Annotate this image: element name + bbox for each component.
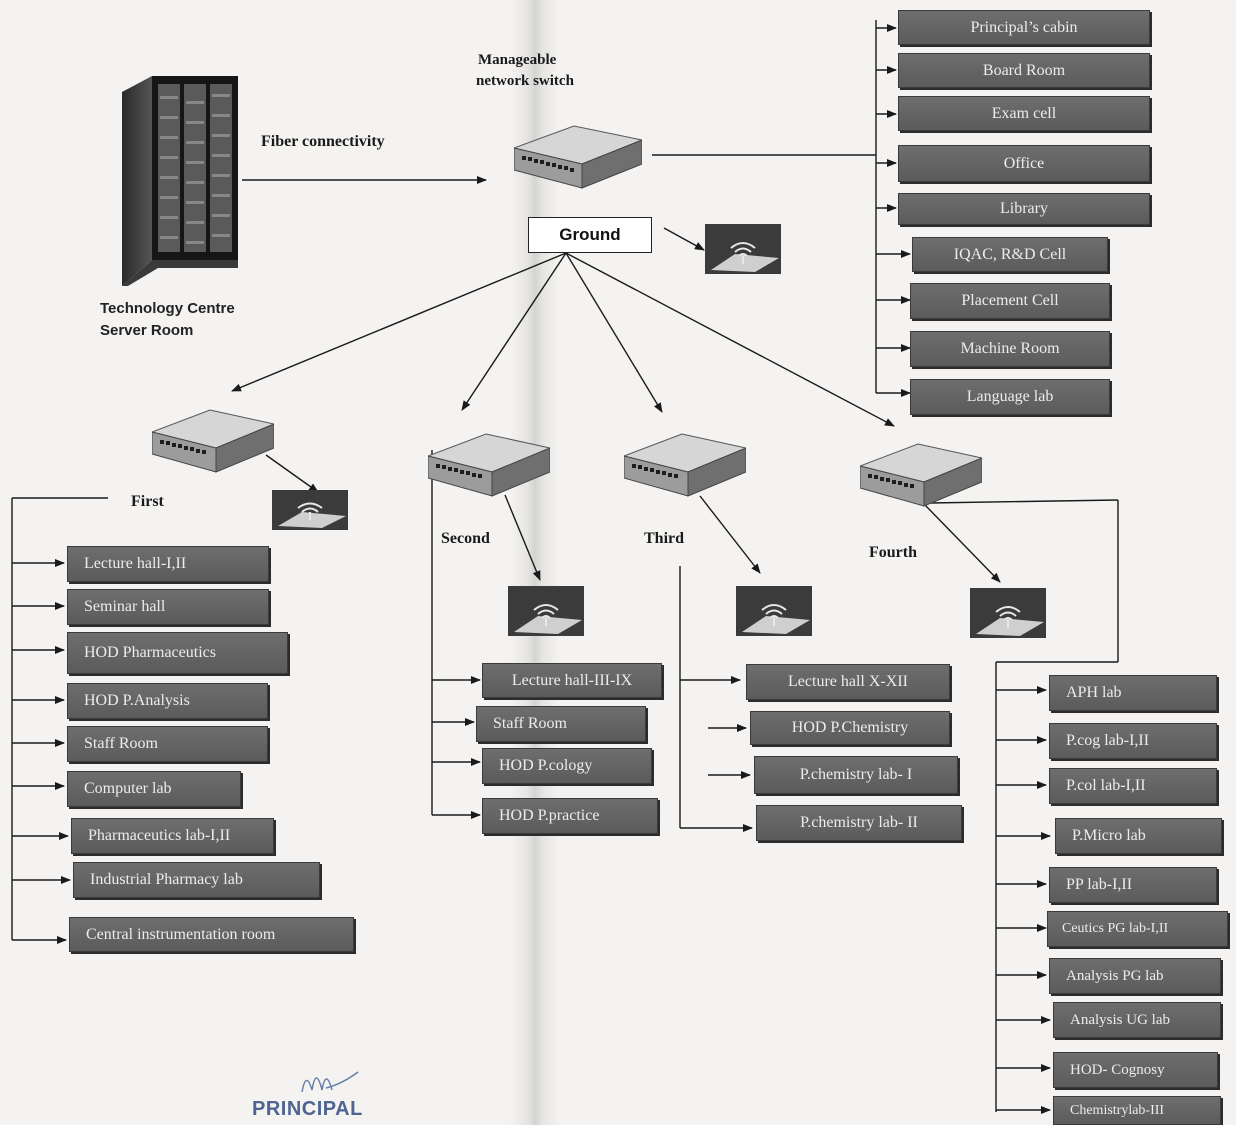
first-floor-room: Pharmaceutics lab-I,II — [71, 818, 274, 854]
second-floor-label: Second — [441, 530, 490, 547]
ground-room: Principal’s cabin — [898, 10, 1150, 45]
server-label-line1: Technology Centre — [100, 300, 235, 317]
third-floor-switch-icon — [622, 428, 748, 503]
signature-mark — [296, 1064, 360, 1099]
second-floor-switch-icon — [426, 428, 552, 503]
third-floor-room: Lecture hall X-XII — [746, 664, 950, 700]
main-network-switch-icon — [512, 118, 644, 195]
first-floor-room: HOD Pharmaceutics — [67, 632, 288, 674]
first-floor-room: Seminar hall — [67, 589, 269, 625]
ground-room: Exam cell — [898, 96, 1150, 131]
fourth-wifi-icon — [970, 588, 1046, 643]
ground-room: Board Room — [898, 53, 1150, 88]
first-floor-room: Computer lab — [67, 771, 241, 807]
third-floor-label: Third — [644, 530, 685, 547]
ground-room: Machine Room — [910, 331, 1110, 367]
ground-room: Placement Cell — [910, 283, 1110, 319]
fourth-floor-switch-icon — [858, 438, 984, 513]
fourth-floor-label: Fourth — [869, 544, 917, 561]
ground-room: Office — [898, 145, 1150, 182]
second-floor-room: Lecture hall-III-IX — [482, 663, 662, 698]
second-wifi-icon — [508, 586, 584, 641]
ground-floor-label: Ground — [528, 217, 652, 253]
fourth-floor-room: PP lab-I,II — [1049, 867, 1217, 903]
fourth-floor-room: P.cog lab-I,II — [1049, 723, 1217, 759]
third-floor-room: HOD P.Chemistry — [750, 711, 950, 745]
main-switch-label-line1: Manageable — [478, 52, 557, 68]
main-switch-label-line2: network switch — [476, 73, 574, 89]
first-floor-room: Central instrumentation room — [69, 917, 354, 952]
first-floor-label: First — [131, 493, 164, 510]
fourth-floor-room: APH lab — [1049, 675, 1217, 711]
first-wifi-icon — [272, 490, 348, 535]
page-fold-shadow — [510, 0, 560, 1125]
fourth-floor-room: Ceutics PG lab-I,II — [1047, 911, 1228, 947]
server-rack-icon — [122, 76, 238, 286]
ground-wifi-icon — [705, 224, 781, 279]
ground-room: IQAC, R&D Cell — [912, 237, 1108, 272]
second-floor-room: Staff Room — [476, 706, 646, 742]
fourth-floor-room: HOD- Cognosy — [1053, 1052, 1218, 1088]
fourth-floor-room: Chemistrylab-III — [1053, 1096, 1221, 1125]
ground-room: Language lab — [910, 379, 1110, 415]
server-label-line2: Server Room — [100, 322, 194, 339]
first-floor-switch-icon — [150, 404, 276, 479]
third-wifi-icon — [736, 586, 812, 641]
fourth-floor-room: Analysis PG lab — [1049, 958, 1221, 994]
fourth-floor-room: P.col lab-I,II — [1049, 768, 1217, 804]
third-floor-room: P.chemistry lab- II — [756, 805, 962, 841]
fourth-floor-room: P.Micro lab — [1055, 818, 1222, 854]
fourth-floor-room: Analysis UG lab — [1053, 1002, 1221, 1038]
third-floor-room: P.chemistry lab- I — [754, 756, 958, 794]
ground-room: Library — [898, 193, 1150, 225]
second-floor-room: HOD P.practice — [482, 798, 658, 834]
first-floor-room: Industrial Pharmacy lab — [73, 862, 320, 898]
fiber-connectivity-label: Fiber connectivity — [261, 133, 385, 150]
first-floor-room: HOD P.Analysis — [67, 683, 268, 719]
second-floor-room: HOD P.cology — [482, 748, 652, 784]
first-floor-room: Lecture hall-I,II — [67, 546, 269, 582]
signature-text: PRINCIPAL — [252, 1098, 363, 1120]
first-floor-room: Staff Room — [67, 726, 268, 762]
